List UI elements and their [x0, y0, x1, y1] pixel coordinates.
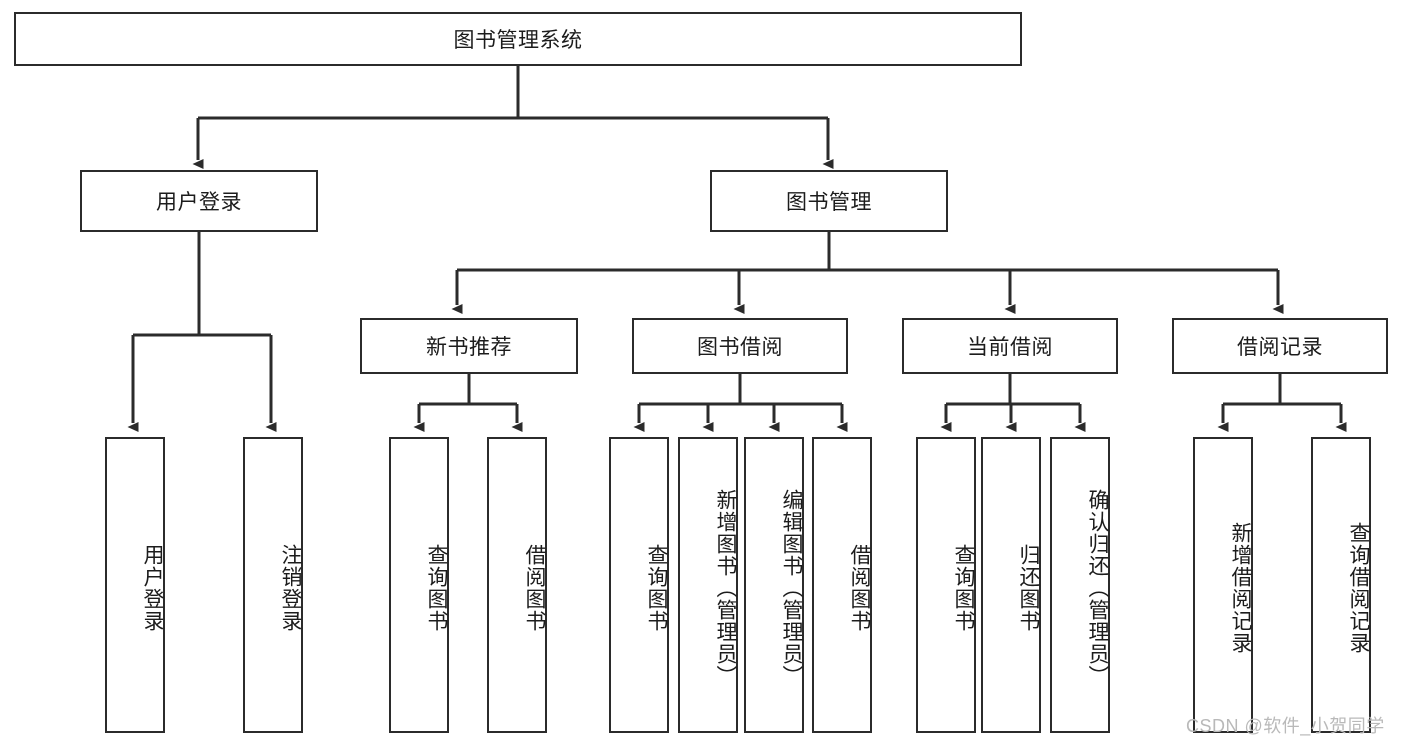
node-book-borrow[interactable]: 图书借阅: [632, 318, 848, 374]
node-new-book-recommend[interactable]: 新书推荐: [360, 318, 578, 374]
node-current-borrow[interactable]: 当前借阅: [902, 318, 1118, 374]
node-book-borrow-label: 图书借阅: [697, 336, 783, 359]
node-new-book-recommend-label: 新书推荐: [426, 336, 512, 359]
node-borrow-record[interactable]: 借阅记录: [1172, 318, 1388, 374]
leaf-logout-login[interactable]: 注销登录: [243, 437, 303, 733]
node-root[interactable]: 图书管理系统: [14, 12, 1022, 66]
node-book-manage-label: 图书管理: [786, 191, 872, 214]
leaf-user-login-label: 用户登录: [141, 544, 164, 632]
leaf-query-borrow-record-label: 查询借阅记录: [1347, 522, 1370, 654]
leaf-query-borrow-record[interactable]: 查询借阅记录: [1311, 437, 1371, 733]
leaf-add-book-admin[interactable]: 新增图书（管理员）: [678, 437, 738, 733]
leaf-borrow-book-1-label: 借阅图书: [523, 544, 546, 632]
leaf-query-book-2[interactable]: 查询图书: [609, 437, 669, 733]
leaf-user-login[interactable]: 用户登录: [105, 437, 165, 733]
node-user-login-label: 用户登录: [156, 191, 242, 214]
leaf-add-borrow-record-label: 新增借阅记录: [1229, 522, 1252, 654]
leaf-query-book-3[interactable]: 查询图书: [916, 437, 976, 733]
node-book-manage[interactable]: 图书管理: [710, 170, 948, 232]
leaf-edit-book-admin[interactable]: 编辑图书（管理员）: [744, 437, 804, 733]
node-user-login[interactable]: 用户登录: [80, 170, 318, 232]
leaf-add-book-admin-label: 新增图书（管理员）: [714, 489, 737, 687]
leaf-borrow-book-2[interactable]: 借阅图书: [812, 437, 872, 733]
watermark: CSDN @软件_小贺同学: [1186, 716, 1385, 736]
leaf-confirm-return-admin-label: 确认归还（管理员）: [1086, 489, 1109, 687]
node-root-label: 图书管理系统: [453, 29, 583, 52]
leaf-query-book-3-label: 查询图书: [952, 544, 975, 632]
leaf-query-book-2-label: 查询图书: [645, 544, 668, 632]
leaf-logout-login-label: 注销登录: [279, 544, 302, 632]
leaf-borrow-book-2-label: 借阅图书: [848, 544, 871, 632]
leaf-edit-book-admin-label: 编辑图书（管理员）: [780, 489, 803, 687]
leaf-return-book[interactable]: 归还图书: [981, 437, 1041, 733]
leaf-query-book-1-label: 查询图书: [425, 544, 448, 632]
node-current-borrow-label: 当前借阅: [967, 336, 1053, 359]
leaf-borrow-book-1[interactable]: 借阅图书: [487, 437, 547, 733]
node-borrow-record-label: 借阅记录: [1237, 336, 1323, 359]
leaf-return-book-label: 归还图书: [1017, 544, 1040, 632]
leaf-add-borrow-record[interactable]: 新增借阅记录: [1193, 437, 1253, 733]
leaf-confirm-return-admin[interactable]: 确认归还（管理员）: [1050, 437, 1110, 733]
leaf-query-book-1[interactable]: 查询图书: [389, 437, 449, 733]
